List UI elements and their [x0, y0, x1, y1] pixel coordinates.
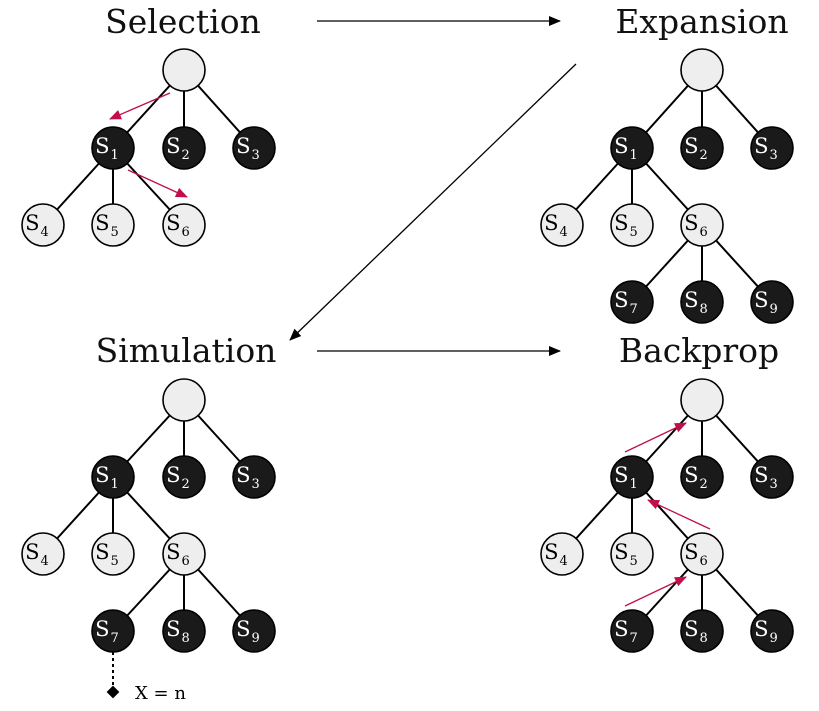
simulation-node-s3: S3 [232, 455, 276, 499]
backprop-node-s1: S1 [610, 455, 654, 499]
selection-node-s2: S2 [162, 126, 206, 170]
expansion-node-s8: S8 [680, 280, 724, 324]
simulation-node-s2-circle [162, 455, 206, 499]
selection-node-s6-circle [162, 203, 206, 247]
backprop-node-root [680, 378, 724, 422]
selection-node-root-circle [162, 48, 206, 92]
backprop-node-s6: S6 [680, 532, 724, 576]
expansion-node-s5-circle [610, 203, 654, 247]
expansion-node-s6-circle [680, 203, 724, 247]
simulation-node-s5: S5 [91, 532, 135, 576]
simulation-node-s9: S9 [232, 609, 276, 653]
selection-node-s2-circle [162, 126, 206, 170]
expansion-node-s3-circle [750, 126, 794, 170]
expansion-node-root-circle [680, 48, 724, 92]
simulation-node-s8: S8 [162, 609, 206, 653]
backprop-node-s9-circle [750, 609, 794, 653]
backprop-node-s6-circle [680, 532, 724, 576]
simulation-node-s1: S1 [91, 455, 135, 499]
backprop-node-s5: S5 [610, 532, 654, 576]
simulation-node-s3-circle [232, 455, 276, 499]
backprop-arrow-s1-to-root [624, 422, 687, 453]
expansion-node-s2-circle [680, 126, 724, 170]
simulation-node-s1-circle [91, 455, 135, 499]
backprop-node-s3: S3 [750, 455, 794, 499]
backprop-node-s8-circle [680, 609, 724, 653]
selection-path-arrow-root-to-s1 [109, 92, 171, 120]
backprop-node-s7: S7 [610, 609, 654, 653]
expansion-node-s9: S9 [750, 280, 794, 324]
expansion-node-s1-circle [610, 126, 654, 170]
expansion-node-s8-circle [680, 280, 724, 324]
simulation-title: Simulation [96, 331, 277, 370]
simulation-node-root-circle [162, 378, 206, 422]
simulation-node-root [162, 378, 206, 422]
simulation-node-s6-circle [162, 532, 206, 576]
backprop-node-s9: S9 [750, 609, 794, 653]
backprop-node-s2-circle [680, 455, 724, 499]
backprop-arrow-s6-to-s1 [647, 499, 711, 530]
expansion-node-s2: S2 [680, 126, 724, 170]
expansion-node-s4: S4 [540, 203, 584, 247]
backprop-node-s2: S2 [680, 455, 724, 499]
backprop-title: Backprop [619, 331, 779, 370]
simulation-node-s8-circle [162, 609, 206, 653]
selection-node-s1-circle [91, 126, 135, 170]
expansion-node-s6: S6 [680, 203, 724, 247]
simulation-node-s6: S6 [162, 532, 206, 576]
selection-node-s4-circle [21, 203, 65, 247]
backprop-node-s3-circle [750, 455, 794, 499]
selection-node-s4: S4 [21, 203, 65, 247]
backprop-arrow-s7-to-s6 [624, 576, 687, 607]
rollout-terminal-diamond-icon [106, 685, 120, 699]
selection-node-root [162, 48, 206, 92]
selection-path-arrow-s1-to-s6 [127, 169, 188, 198]
expansion-node-s9-circle [750, 280, 794, 324]
backprop-node-s4-circle [540, 532, 584, 576]
backprop-node-s5-circle [610, 532, 654, 576]
backprop-node-root-circle [680, 378, 724, 422]
backprop-node-s7-circle [610, 609, 654, 653]
expansion-node-s4-circle [540, 203, 584, 247]
selection-title: Selection [105, 2, 261, 41]
expansion-node-s7: S7 [610, 280, 654, 324]
selection-node-s6: S6 [162, 203, 206, 247]
selection-node-s3-circle [232, 126, 276, 170]
backprop-node-s4: S4 [540, 532, 584, 576]
simulation-node-s9-circle [232, 609, 276, 653]
expansion-node-s1: S1 [610, 126, 654, 170]
selection-node-s5: S5 [91, 203, 135, 247]
expansion-node-root [680, 48, 724, 92]
expansion-title: Expansion [615, 2, 788, 41]
flow-arrow-expansion-to-simulation [289, 63, 577, 341]
rollout-outcome-label: X = n [135, 683, 186, 704]
backprop-node-s1-circle [610, 455, 654, 499]
simulation-node-s4-circle [21, 532, 65, 576]
simulation-node-s7: S7 [91, 609, 135, 653]
selection-node-s3: S3 [232, 126, 276, 170]
expansion-node-s3: S3 [750, 126, 794, 170]
expansion-node-s5: S5 [610, 203, 654, 247]
simulation-node-s5-circle [91, 532, 135, 576]
selection-node-s5-circle [91, 203, 135, 247]
expansion-node-s7-circle [610, 280, 654, 324]
selection-node-s1: S1 [91, 126, 135, 170]
simulation-node-s4: S4 [21, 532, 65, 576]
simulation-node-s2: S2 [162, 455, 206, 499]
backprop-node-s8: S8 [680, 609, 724, 653]
